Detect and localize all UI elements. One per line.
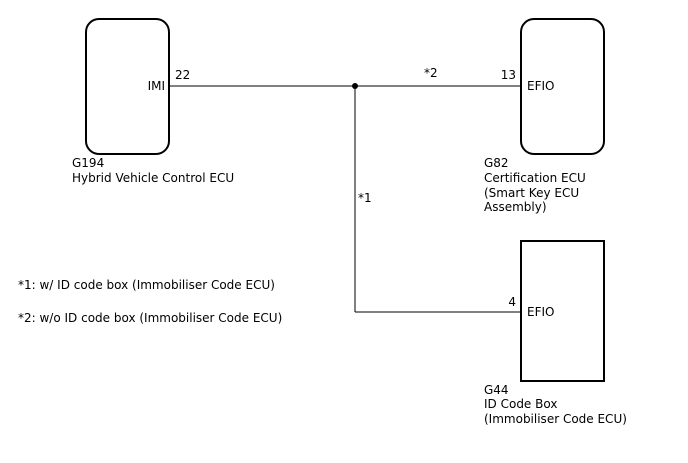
wire-label-star2: *2 (424, 66, 438, 80)
footnote-star2: *2: w/o ID code box (Immobiliser Code EC… (18, 311, 283, 325)
hv-ecu-pin-number: 22 (175, 68, 191, 82)
hv-ecu-pin-name: IMI (147, 79, 165, 93)
hybrid-vehicle-control-ecu-box (85, 18, 170, 155)
wire-junction-dot (352, 83, 358, 89)
cert-ecu-code: G82 (484, 156, 509, 170)
cert-ecu-name: Certification ECU (Smart Key ECU Assembl… (484, 171, 586, 215)
cert-ecu-pin-number: 13 (500, 68, 516, 82)
footnote-star1: *1: w/ ID code box (Immobiliser Code ECU… (18, 278, 275, 292)
id-code-box-name: ID Code Box (Immobiliser Code ECU) (484, 397, 627, 426)
id-code-box-pin-number: 4 (508, 295, 516, 309)
cert-ecu-pin-name: EFIO (527, 79, 555, 93)
certification-ecu-box (520, 18, 605, 155)
id-code-box (520, 240, 605, 382)
hv-ecu-name: Hybrid Vehicle Control ECU (72, 171, 235, 185)
wire-label-star1: *1 (358, 191, 372, 205)
id-code-box-code: G44 (484, 383, 509, 397)
hv-ecu-code: G194 (72, 156, 105, 170)
id-code-box-pin-name: EFIO (527, 305, 555, 319)
